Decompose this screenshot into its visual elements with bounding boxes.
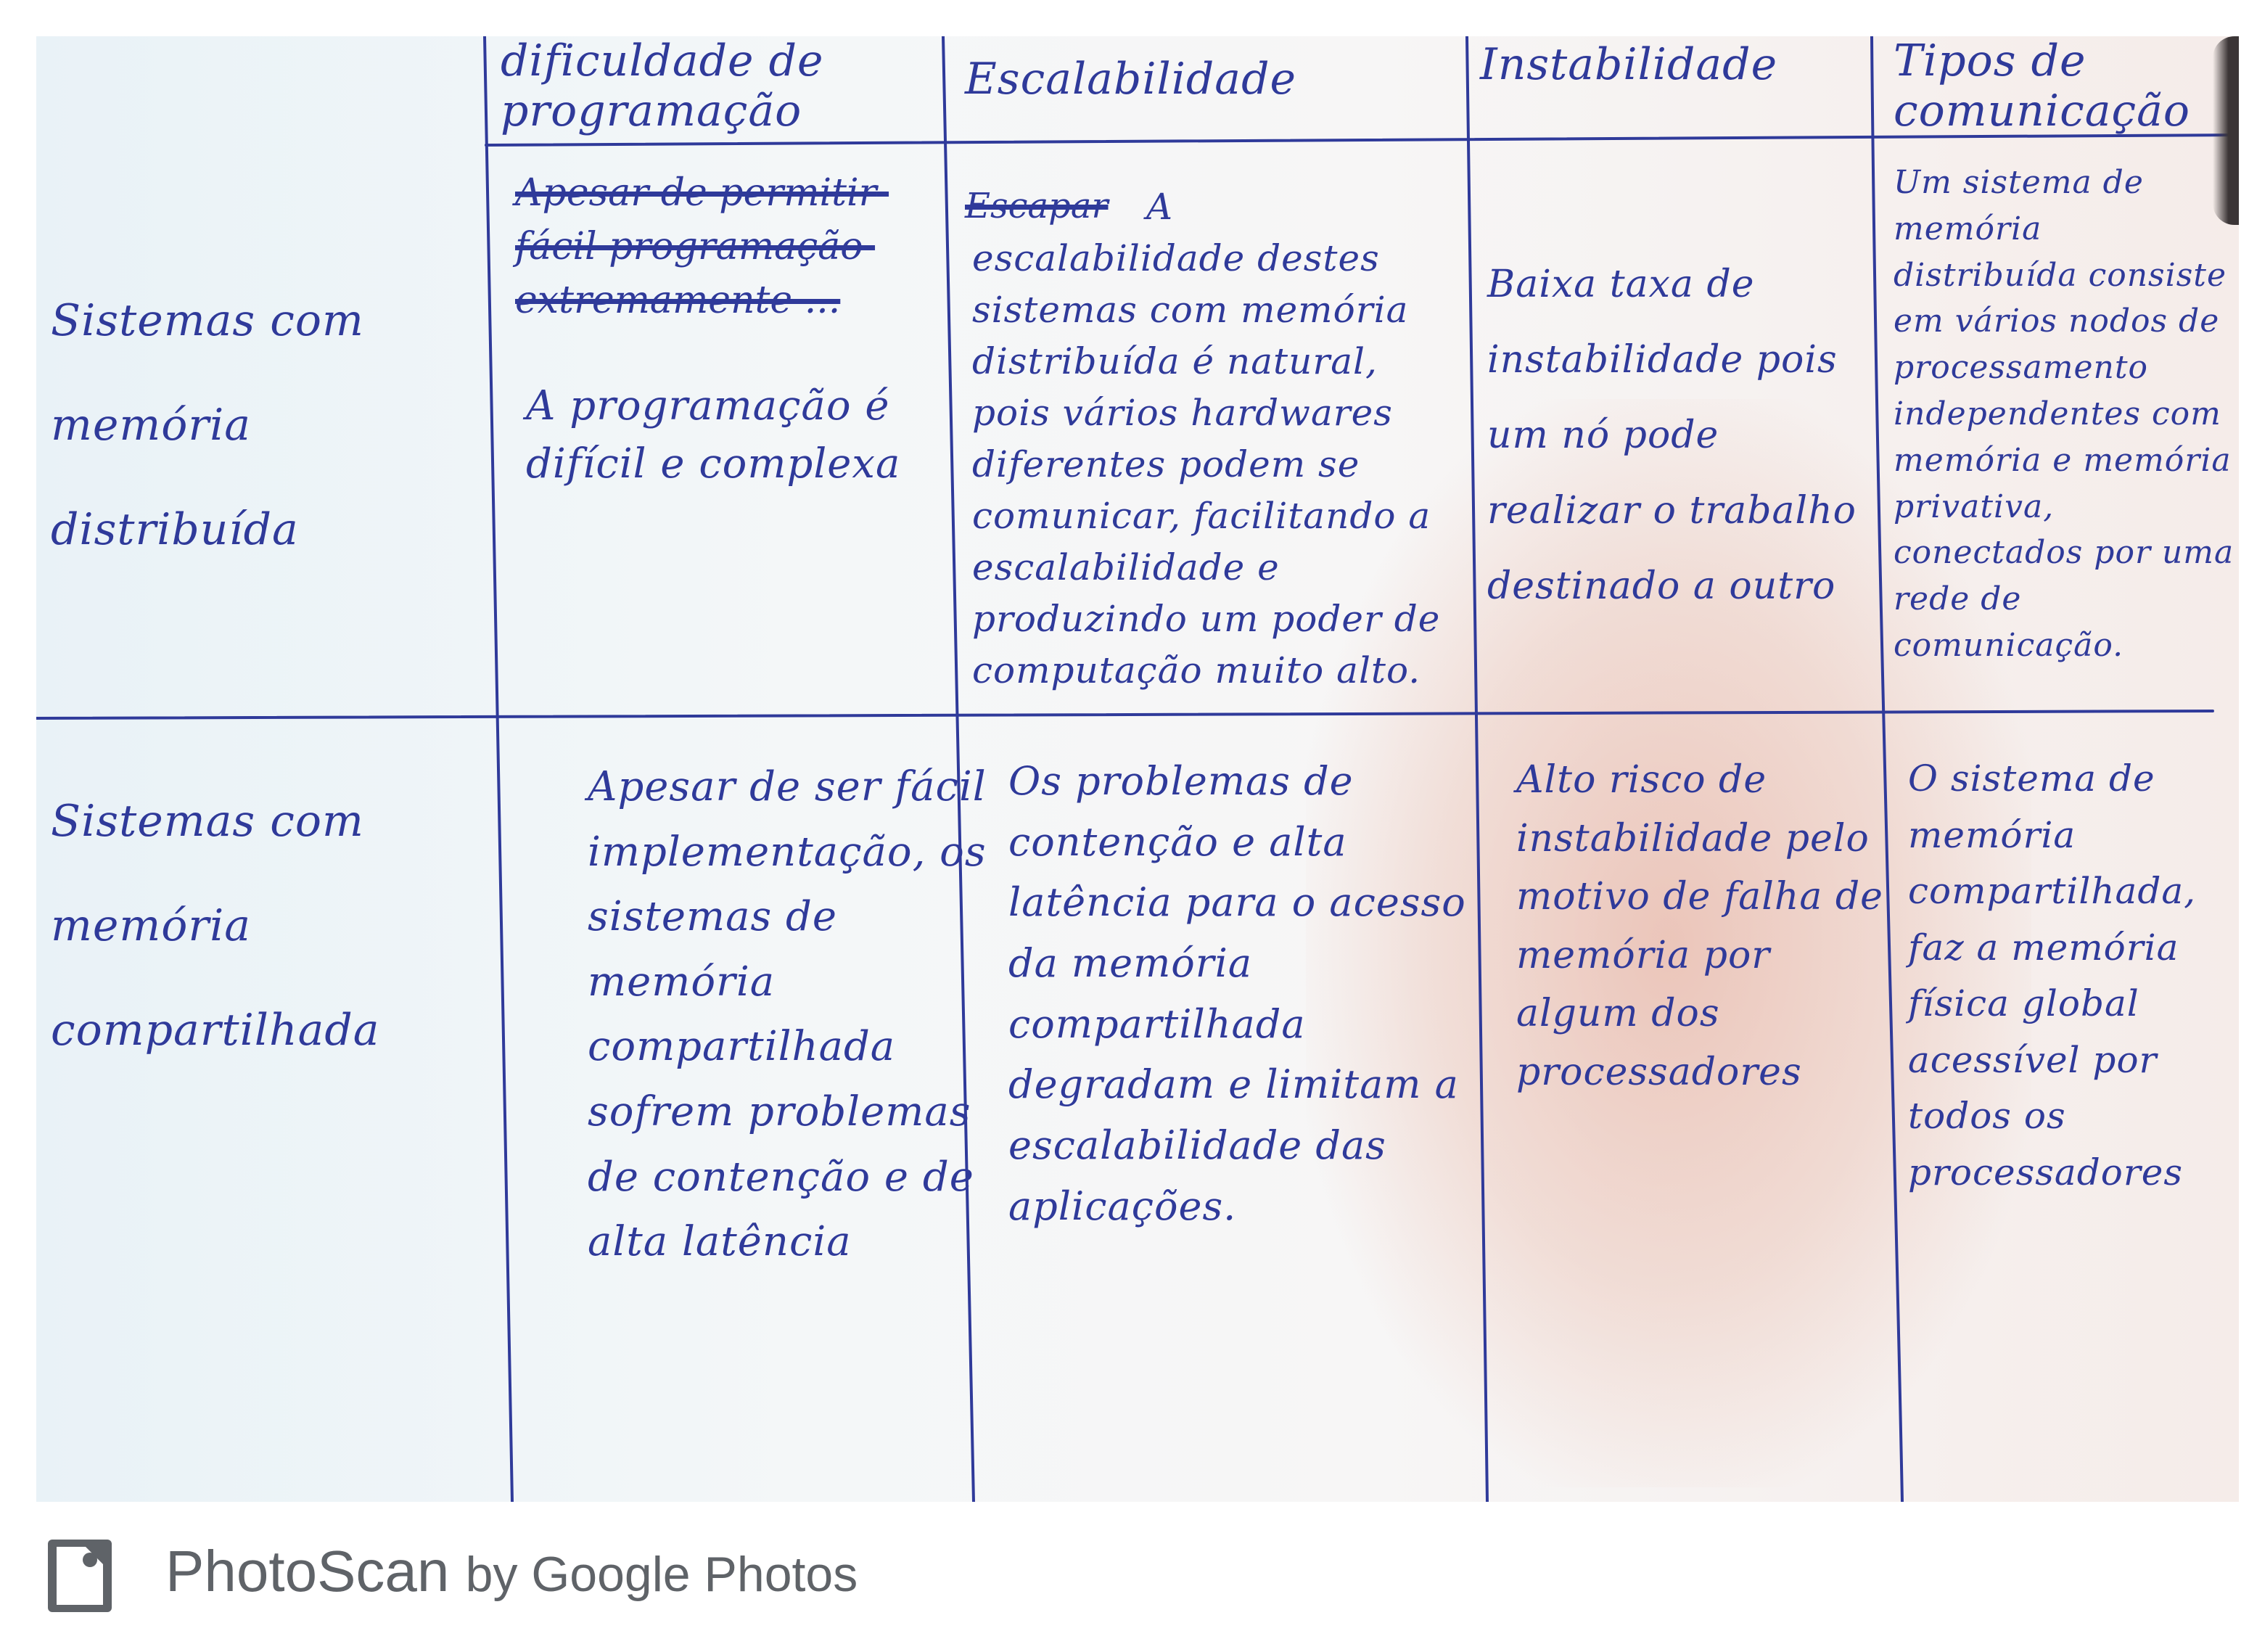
header-communication: Tipos de comunicação [1894, 36, 2190, 136]
table-grid-lines [36, 36, 2239, 1502]
struck-out-text: Apesar de permitir fácil programação ext… [515, 171, 889, 322]
cell-shared-communication: O sistema de memória compartilhada, faz … [1908, 757, 2208, 1193]
cell-shared-difficulty: Apesar de ser fácil implementação, os si… [588, 763, 1000, 1266]
header-difficulty: dificuldade de programação [501, 36, 839, 136]
photo-edge-shadow [2213, 36, 2239, 225]
brand-by-google-photos: by Google Photos [465, 1547, 858, 1602]
header-divider-line [485, 133, 2239, 147]
cell-shared-instability: Alto risco de instabilidade pelo motivo … [1516, 758, 1896, 1094]
column-line-4 [1870, 36, 1904, 1502]
column-line-3 [1465, 36, 1489, 1502]
photoscan-branding: PhotoScan by Google Photos [165, 1538, 858, 1605]
app-name: PhotoScan [165, 1539, 450, 1603]
column-line-2 [942, 36, 975, 1502]
footer-bar [0, 1502, 2249, 1652]
cell-distributed-instability: Baixa taxa de instabilidade pois um nó p… [1487, 263, 1870, 608]
row-label-shared: Sistemas com memória compartilhada [51, 796, 380, 1056]
cell-distributed-difficulty: A programação é difícil e complexa [526, 382, 904, 488]
header-instability: Instabilidade [1480, 39, 1778, 90]
cell-shared-scalability: Os problemas de contenção e alta latênci… [1008, 758, 1479, 1229]
header-scalability: Escalabilidade [965, 54, 1296, 104]
row-divider-line [36, 710, 2214, 720]
row-label-distributed: Sistemas com memória distribuída [51, 295, 379, 555]
column-line-1 [483, 36, 514, 1502]
cell-distributed-communication: Um sistema de memória distribuída consis… [1894, 164, 2234, 664]
struck-out-word: Escapar [965, 186, 1109, 226]
photoscan-logo-icon [48, 1540, 112, 1612]
cell-distributed-scalability: A escalabilidade destes sistemas com mem… [972, 186, 1453, 691]
scanned-photo: dificuldade de programação Escalabilidad… [36, 36, 2239, 1502]
